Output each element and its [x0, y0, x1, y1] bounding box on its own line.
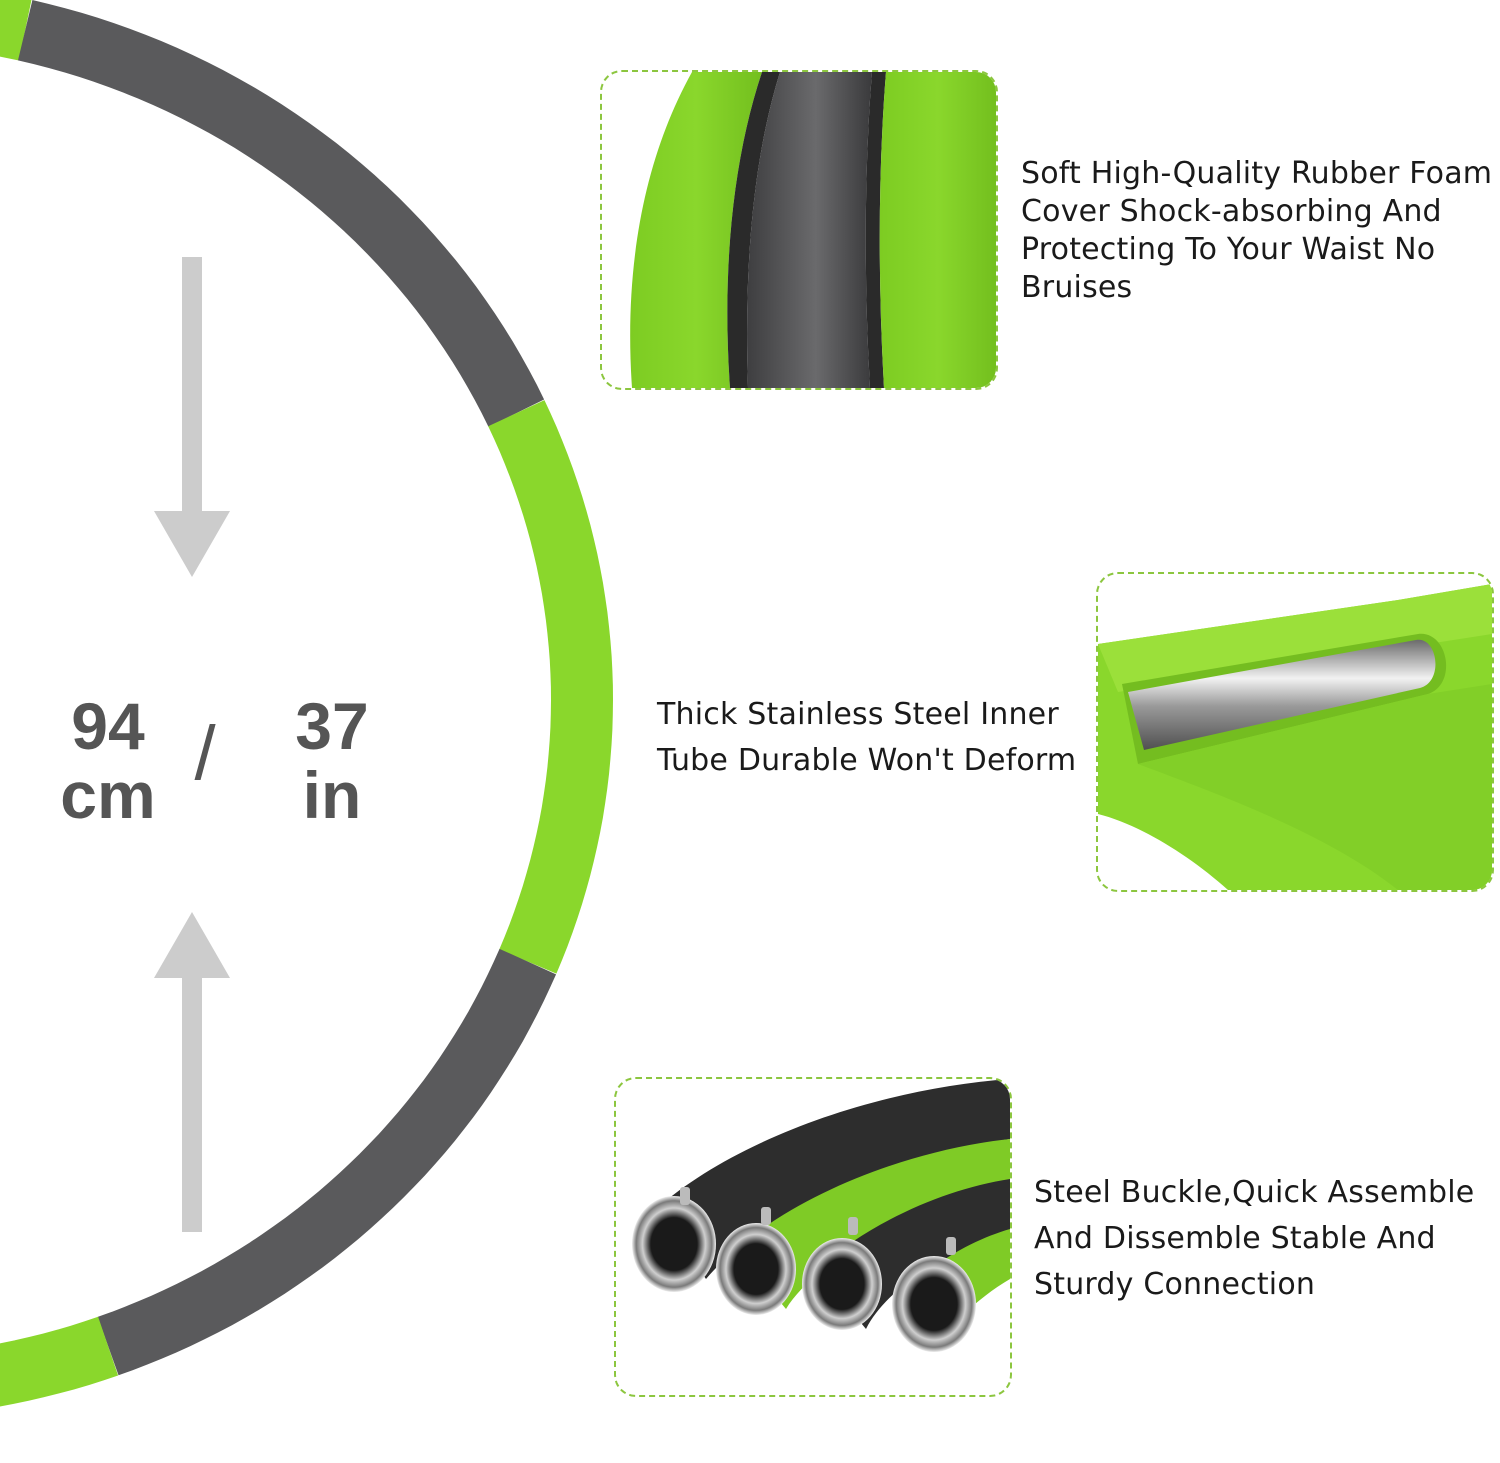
steel-buckle-image: [632, 1079, 1010, 1352]
arrow-down-icon: [154, 257, 230, 577]
feature-text-buckle: Steel Buckle,Quick Assemble And Dissembl…: [1034, 1170, 1500, 1308]
imperial-unit: in: [302, 758, 362, 832]
hoop-segments: [0, 0, 614, 1407]
feature-line: Soft High-Quality Rubber Foam: [1021, 156, 1493, 191]
imperial-value: 37: [295, 689, 369, 763]
feature-line: Thick Stainless Steel Inner: [657, 697, 1059, 732]
metric-value: 94: [71, 689, 145, 763]
metric-unit: cm: [60, 758, 156, 832]
hoop-segment: [17, 0, 545, 427]
foam-cover-panel: [600, 70, 998, 390]
steel-buckle-panel: [614, 1077, 1012, 1397]
measurement-separator: /: [194, 711, 216, 796]
feature-line: Steel Buckle,Quick Assemble: [1034, 1175, 1475, 1210]
feature-line: And Dissemble Stable And: [1034, 1221, 1436, 1256]
steel-tube-panel: [1096, 572, 1494, 892]
feature-line: Cover Shock-absorbing And: [1021, 194, 1442, 229]
feature-line: Protecting To Your Waist No: [1021, 232, 1436, 267]
hoop-segment: [97, 948, 557, 1376]
feature-line: Sturdy Connection: [1034, 1267, 1316, 1302]
arrow-up-icon: [154, 912, 230, 1232]
feature-line: Tube Durable Won't Deform: [657, 743, 1077, 778]
feature-text-foam: Soft High-Quality Rubber Foam Cover Shoc…: [1021, 155, 1500, 307]
hoop-segment: [488, 400, 614, 974]
steel-tube-image: [1098, 584, 1492, 890]
hoop-segment: [0, 1316, 119, 1407]
foam-cover-image: [630, 72, 996, 388]
feature-line: Bruises: [1021, 270, 1133, 305]
feature-text-steel-tube: Thick Stainless Steel Inner Tube Durable…: [657, 692, 1093, 784]
